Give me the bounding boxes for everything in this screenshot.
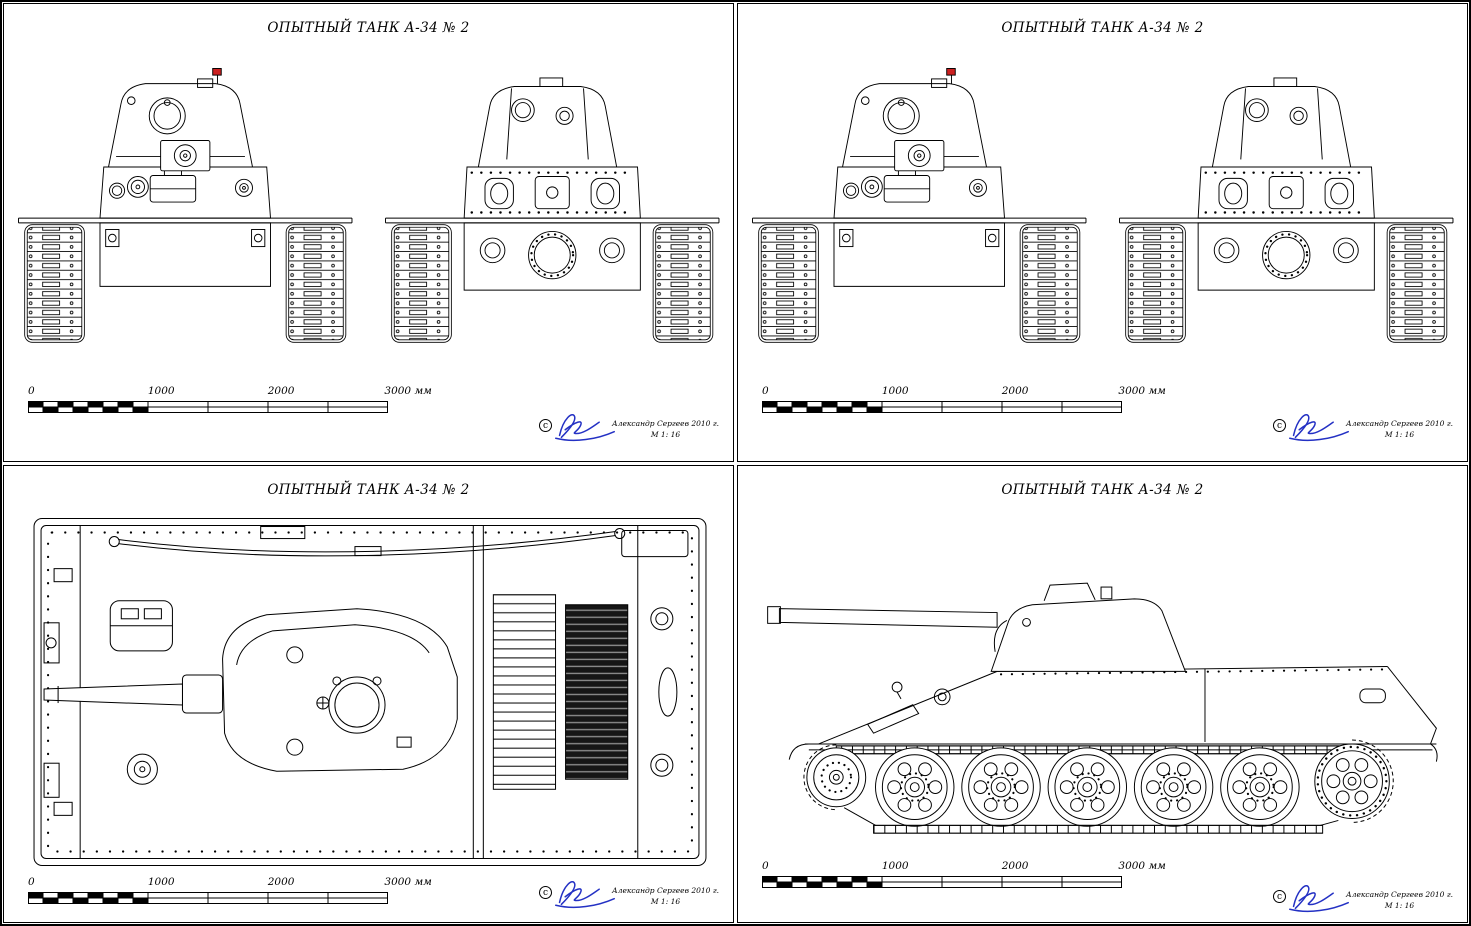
- scale-ruler: [762, 401, 1122, 413]
- author-credit: Александр Сергеев 2010 г.: [1346, 418, 1453, 428]
- page-title: ОПЫТНЫЙ ТАНК А-34 № 2: [1001, 481, 1204, 498]
- tank-front-view-drawing: [744, 54, 1095, 352]
- scale-bar: 0 1000 2000 3000 мм: [28, 875, 432, 908]
- tank-front-view-drawing: [10, 54, 361, 352]
- signature-autograph: [552, 409, 618, 443]
- scale-label: 1000: [147, 384, 175, 397]
- credit-block: с Александр Сергеев 2010 г. М 1: 16: [539, 409, 719, 443]
- scale-label: 0: [762, 860, 769, 872]
- scale-bar: 0 1000 2000 3000 мм: [28, 384, 432, 417]
- scale-note: М 1: 16: [1384, 429, 1415, 439]
- tank-top-view-drawing: [24, 506, 716, 878]
- scale-labels: 0 1000 2000 3000 мм: [28, 875, 432, 889]
- credit-text: Александр Сергеев 2010 г. М 1: 16: [1346, 889, 1453, 912]
- credit-block: с Александр Сергеев 2010 г. М 1: 16: [1273, 409, 1453, 443]
- credit-text: Александр Сергеев 2010 г. М 1: 16: [612, 885, 719, 908]
- scale-label: 3000 мм: [1118, 860, 1166, 872]
- scale-labels: 0 1000 2000 3000 мм: [28, 384, 432, 398]
- credit-block: с Александр Сергеев 2010 г. М 1: 16: [1273, 880, 1453, 914]
- scale-label: 0: [762, 384, 769, 397]
- scale-label: 2000: [1001, 860, 1029, 872]
- scale-ruler: [28, 401, 388, 413]
- panel-front-rear-left: ОПЫТНЫЙ ТАНК А-34 № 2 0 1000 2000 3000 м…: [3, 3, 734, 462]
- scale-label: 1000: [147, 876, 175, 888]
- scale-label: 2000: [1001, 384, 1029, 397]
- scale-ruler: [762, 876, 1122, 888]
- drawing-area: [10, 54, 727, 352]
- scale-labels: 0 1000 2000 3000 мм: [762, 859, 1166, 873]
- scale-note: М 1: 16: [1384, 901, 1415, 911]
- author-credit: Александр Сергеев 2010 г.: [1346, 890, 1453, 899]
- panel-top-view: ОПЫТНЫЙ ТАНК А-34 № 2 0 1000 2000 3000 м…: [3, 464, 734, 923]
- tank-rear-view-drawing: [1111, 54, 1462, 352]
- panel-front-rear-right: ОПЫТНЫЙ ТАНК А-34 № 2 0 1000 2000 3000 м…: [737, 3, 1468, 462]
- copyright-mark: с: [1273, 890, 1287, 903]
- page-title: ОПЫТНЫЙ ТАНК А-34 № 2: [267, 20, 470, 36]
- scale-bar: 0 1000 2000 3000 мм: [762, 859, 1166, 892]
- scale-label: 2000: [267, 876, 295, 888]
- credit-text: Александр Сергеев 2010 г. М 1: 16: [1346, 418, 1453, 441]
- signature-autograph: [1286, 409, 1352, 443]
- scale-labels: 0 1000 2000 3000 мм: [762, 384, 1166, 398]
- signature-autograph: [552, 876, 618, 910]
- page-title: ОПЫТНЫЙ ТАНК А-34 № 2: [267, 481, 470, 498]
- author-credit: Александр Сергеев 2010 г.: [612, 886, 719, 895]
- tank-side-view-drawing: [750, 524, 1456, 858]
- scale-note: М 1: 16: [650, 897, 681, 907]
- copyright-mark: с: [539, 418, 553, 432]
- scale-label: 0: [28, 384, 35, 397]
- scale-label: 2000: [267, 384, 295, 397]
- credit-block: с Александр Сергеев 2010 г. М 1: 16: [539, 876, 719, 910]
- scale-bar: 0 1000 2000 3000 мм: [762, 384, 1166, 417]
- scale-note: М 1: 16: [650, 429, 681, 439]
- tank-rear-view-drawing: [377, 54, 728, 352]
- scale-label: 3000 мм: [384, 876, 432, 888]
- scale-label: 1000: [881, 860, 909, 872]
- scale-label: 3000 мм: [384, 384, 432, 397]
- page-title: ОПЫТНЫЙ ТАНК А-34 № 2: [1001, 20, 1204, 36]
- drawing-area: [744, 54, 1461, 352]
- panel-side-view: ОПЫТНЫЙ ТАНК А-34 № 2 0 1000 2000 3000 м…: [737, 464, 1468, 923]
- scale-label: 1000: [881, 384, 909, 397]
- copyright-mark: с: [539, 886, 553, 899]
- credit-text: Александр Сергеев 2010 г. М 1: 16: [612, 418, 719, 441]
- scale-label: 3000 мм: [1118, 384, 1166, 397]
- scale-ruler: [28, 892, 388, 904]
- scale-label: 0: [28, 876, 35, 888]
- copyright-mark: с: [1273, 418, 1287, 432]
- author-credit: Александр Сергеев 2010 г.: [612, 418, 719, 428]
- signature-autograph: [1286, 880, 1352, 914]
